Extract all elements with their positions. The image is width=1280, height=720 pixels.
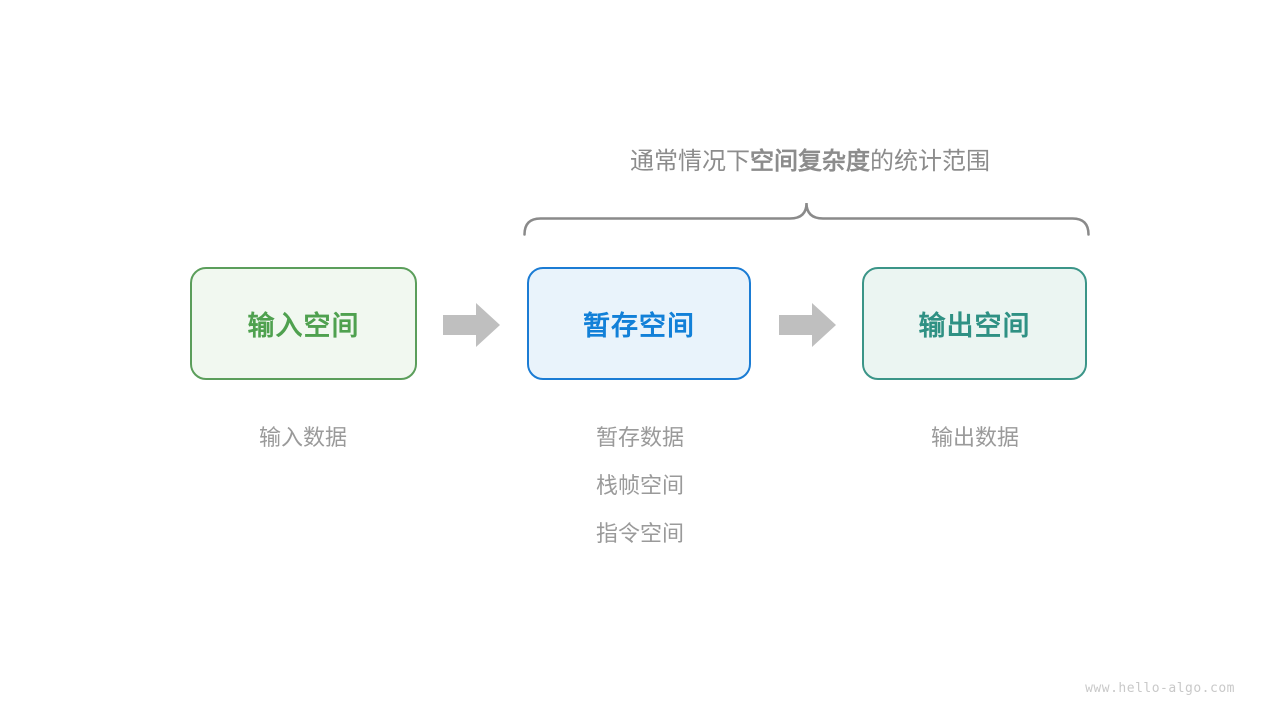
box-input-space-label: 输入空间 — [247, 311, 360, 341]
box-output-space: 输出空间 — [862, 267, 1087, 380]
arrow-right-icon — [779, 303, 836, 347]
annotation-input-data: 输入数据 — [258, 425, 348, 450]
scope-brace-icon — [523, 202, 1090, 236]
box-input-space: 输入空间 — [190, 267, 417, 380]
annotation-output-data: 输出数据 — [930, 425, 1020, 450]
annotation-temp-data: 暂存数据 — [595, 425, 685, 450]
annotation-temp-list: 暂存数据 栈帧空间 指令空间 — [596, 424, 684, 568]
arrow-right-icon — [443, 303, 500, 347]
title-suffix: 的统计范围 — [870, 148, 990, 175]
annotation-instruction-space: 指令空间 — [595, 521, 685, 546]
box-temp-space-label: 暂存空间 — [583, 311, 695, 341]
diagram-title: 通常情况下空间复杂度的统计范围 — [630, 146, 990, 178]
title-emphasis: 空间复杂度 — [750, 148, 870, 175]
watermark: www.hello-algo.com — [1085, 681, 1235, 696]
title-prefix: 通常情况下 — [630, 148, 750, 175]
annotation-stack-frame-space: 栈帧空间 — [595, 473, 685, 498]
box-temp-space: 暂存空间 — [527, 267, 751, 380]
box-output-space-label: 输出空间 — [918, 311, 1031, 341]
